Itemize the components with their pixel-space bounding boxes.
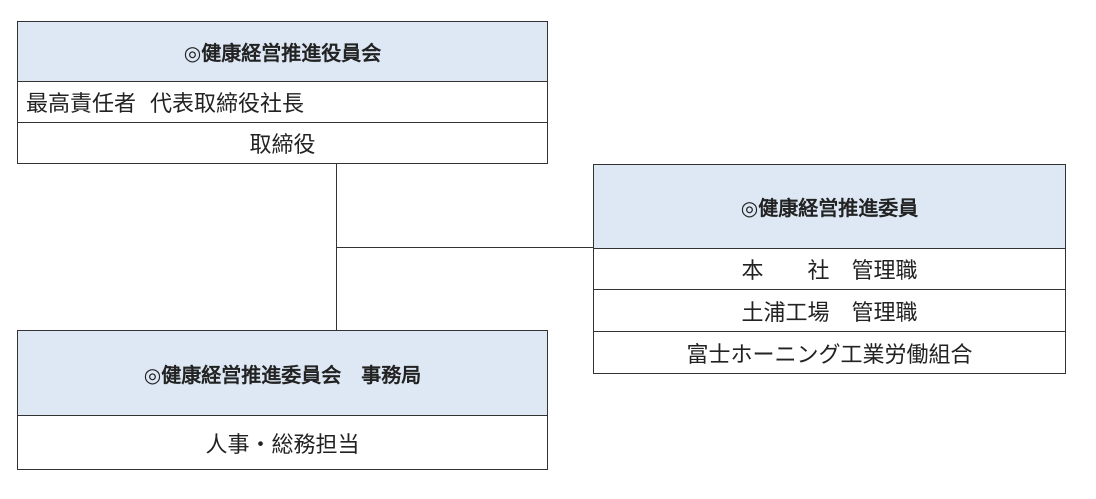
secretariat-title: ◎健康経営推進委員会 事務局 [18,331,547,415]
committee-title: ◎健康経営推進委員 [594,165,1065,248]
committee-row-union: 富士ホーニング工業労働組合 [594,331,1065,373]
secretariat-row-hr: 人事・総務担当 [18,415,547,469]
board-row-directors: 取締役 [18,122,547,163]
committee-box: ◎健康経営推進委員 本 社 管理職 土浦工場 管理職 富士ホーニング工業労働組合 [593,164,1066,374]
committee-row-headoffice: 本 社 管理職 [594,248,1065,289]
board-box: ◎健康経営推進役員会 最高責任者 代表取締役社長 取締役 [17,21,548,164]
board-title: ◎健康経営推進役員会 [18,22,547,81]
connector-vertical [336,163,337,330]
connector-horizontal [336,247,593,248]
committee-row-tsuchiura: 土浦工場 管理職 [594,289,1065,331]
secretariat-box: ◎健康経営推進委員会 事務局 人事・総務担当 [17,330,548,470]
board-row-chief: 最高責任者 代表取締役社長 [18,81,547,122]
